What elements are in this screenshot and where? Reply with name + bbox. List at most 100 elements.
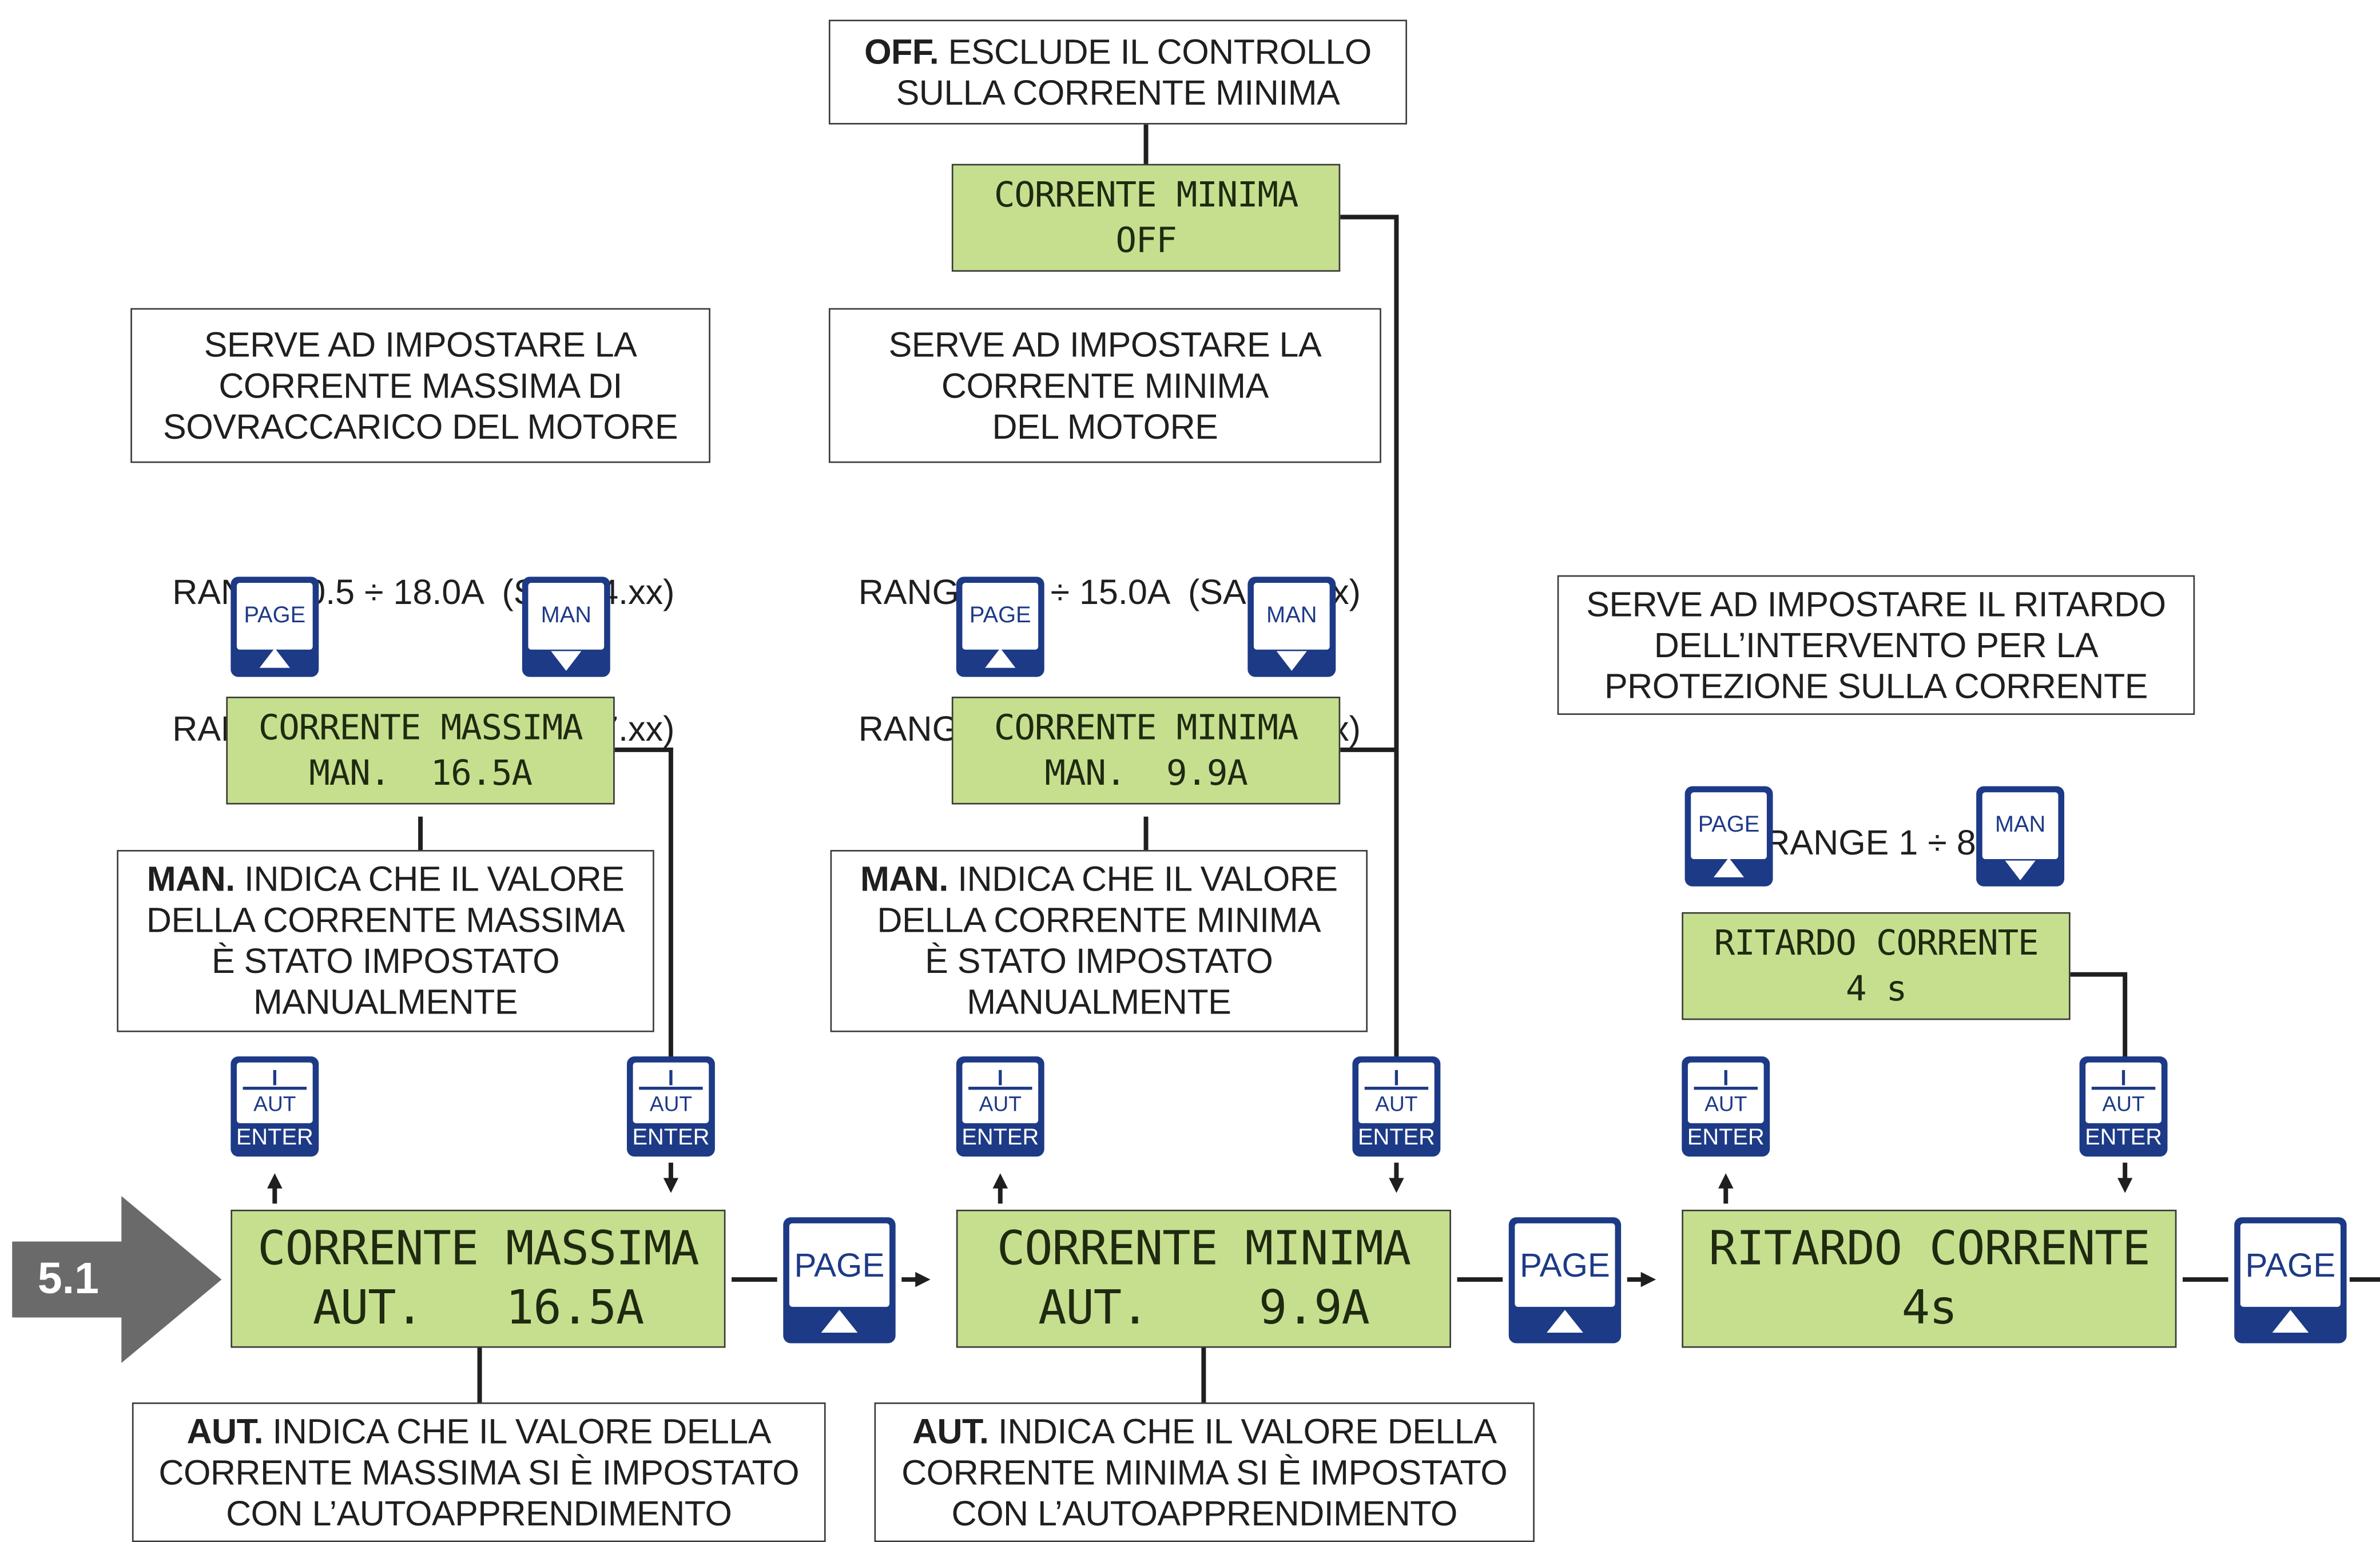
page-button[interactable]: PAGE (231, 577, 319, 677)
page-label: PAGE (1519, 1245, 1610, 1283)
off-note-line2: SULLA CORRENTE MINIMA (896, 72, 1340, 112)
man-keyword: MAN. (860, 859, 948, 899)
note-text: INDICA CHE IL VALORE (948, 859, 1338, 899)
range-line: RANGE 1 ÷ 8s (1765, 822, 1994, 863)
note-text: INDICA CHE IL VALORE (235, 859, 625, 899)
display-delay: RITARDO CORRENTE 4s (1682, 1209, 2177, 1348)
page-label: PAGE (244, 602, 306, 629)
display-min-off: CORRENTE MINIMA OFF (951, 164, 1341, 272)
desc-line: PROTEZIONE SULLA CORRENTE (1604, 665, 2148, 705)
enter-label: ENTER (236, 1124, 313, 1151)
display-line1: CORRENTE MINIMA (994, 175, 1299, 215)
aut-enter-button[interactable]: AUT ENTER (626, 1056, 715, 1157)
down-arrow-icon (2005, 860, 2036, 881)
enter-label: ENTER (2085, 1124, 2162, 1151)
man-label: MAN (1994, 812, 2046, 838)
page-button[interactable]: PAGE (1508, 1217, 1622, 1344)
man-button[interactable]: MAN (1247, 577, 1336, 677)
aut-label: AUT (253, 1091, 296, 1115)
min-current-description: SERVE AD IMPOSTARE LA CORRENTE MINIMA DE… (828, 308, 1381, 463)
display-delay-setting: RITARDO CORRENTE 4 s (1682, 912, 2071, 1020)
display-line2: MAN. 16.5A (309, 753, 533, 793)
display-line2: 4 s (1845, 969, 1908, 1009)
note-line: CORRENTE MINIMA SI È IMPOSTATO (901, 1452, 1508, 1492)
note-line: CON L’AUTOAPPRENDIMENTO (951, 1492, 1458, 1532)
off-note-text: ESCLUDE IL CONTROLLO (939, 31, 1372, 71)
display-min-auto: CORRENTE MINIMA AUT. 9.9A (956, 1209, 1451, 1348)
page-label: PAGE (969, 602, 1031, 629)
display-max-auto: CORRENTE MASSIMA AUT. 16.5A (231, 1209, 726, 1348)
note-line: DELLA CORRENTE MASSIMA (146, 900, 625, 940)
max-current-description: SERVE AD IMPOSTARE LA CORRENTE MASSIMA D… (130, 308, 710, 463)
desc-line: SERVE AD IMPOSTARE IL RITARDO (1586, 583, 2166, 623)
note-line: MANUALMENTE (967, 981, 1231, 1022)
man-min-note: MAN. INDICA CHE IL VALORE DELLA CORRENTE… (830, 850, 1368, 1032)
aut-enter-button[interactable]: AUT ENTER (231, 1056, 319, 1157)
note-text: INDICA CHE IL VALORE DELLA (988, 1410, 1497, 1450)
page-button[interactable]: PAGE (956, 577, 1044, 677)
step-number: 5.1 (12, 1241, 125, 1318)
man-button[interactable]: MAN (1976, 786, 2065, 887)
display-line1: CORRENTE MASSIMA (257, 1221, 700, 1276)
note-text: INDICA CHE IL VALORE DELLA (263, 1410, 771, 1450)
off-keyword: OFF. (864, 31, 939, 71)
range-line: RANGE 0.5 ÷ 18.0A (SA684.xx) (172, 572, 675, 612)
display-line1: RITARDO CORRENTE (1708, 1221, 2151, 1276)
enter-label: ENTER (1357, 1124, 1435, 1151)
display-line1: CORRENTE MINIMA (994, 708, 1299, 748)
display-line2: MAN. 9.9A (1044, 753, 1248, 793)
up-arrow-icon (2272, 1310, 2309, 1333)
aut-enter-button[interactable]: AUT ENTER (2079, 1056, 2168, 1157)
page-button[interactable]: PAGE (783, 1217, 896, 1344)
note-line: DELLA CORRENTE MINIMA (877, 900, 1321, 940)
note-line: CON L’AUTOAPPRENDIMENTO (226, 1492, 732, 1532)
delay-range: RANGE 1 ÷ 8s (1727, 729, 2031, 956)
man-max-note: MAN. INDICA CHE IL VALORE DELLA CORRENTE… (117, 850, 654, 1032)
down-arrow-icon (551, 651, 582, 671)
aut-label: AUT (979, 1091, 1022, 1115)
enter-label: ENTER (1687, 1124, 1765, 1151)
aut-label: AUT (1704, 1091, 1747, 1115)
desc-line: CORRENTE MASSIMA DI (218, 365, 622, 405)
display-min-manual: CORRENTE MINIMA MAN. 9.9A (951, 697, 1341, 805)
aut-max-note: AUT. INDICA CHE IL VALORE DELLA CORRENTE… (132, 1402, 826, 1542)
aut-keyword: AUT. (912, 1410, 989, 1450)
note-line: È STATO IMPOSTATO (925, 941, 1273, 981)
desc-line: SERVE AD IMPOSTARE LA (204, 324, 637, 364)
page-label: PAGE (794, 1245, 885, 1283)
aut-enter-button[interactable]: AUT ENTER (956, 1056, 1044, 1157)
aut-enter-button[interactable]: AUT ENTER (1352, 1056, 1441, 1157)
display-line1: RITARDO CORRENTE (1714, 923, 2039, 963)
aut-keyword: AUT. (186, 1410, 264, 1450)
note-line: MANUALMENTE (253, 981, 518, 1022)
up-arrow-icon (1547, 1310, 1583, 1333)
desc-line: CORRENTE MINIMA (941, 365, 1269, 405)
enter-label: ENTER (961, 1124, 1039, 1151)
up-arrow-icon (259, 648, 290, 668)
down-arrow-icon (1276, 651, 1307, 671)
display-line2: 4s (1901, 1280, 1958, 1335)
aut-label: AUT (1375, 1091, 1418, 1115)
up-arrow-icon (1714, 857, 1745, 877)
page-button[interactable]: PAGE (1684, 786, 1773, 887)
man-button[interactable]: MAN (522, 577, 610, 677)
note-line: CORRENTE MASSIMA SI È IMPOSTATO (158, 1452, 800, 1492)
page-label: PAGE (1698, 812, 1760, 838)
desc-line: DELL’INTERVENTO PER LA (1654, 624, 2099, 664)
desc-line: DEL MOTORE (992, 406, 1218, 446)
aut-label: AUT (2102, 1091, 2145, 1115)
display-line2: AUT. 16.5A (312, 1280, 645, 1335)
aut-label: AUT (649, 1091, 693, 1115)
display-line2: OFF (1115, 221, 1177, 261)
aut-enter-button[interactable]: AUT ENTER (1682, 1056, 1770, 1157)
man-label: MAN (1266, 602, 1317, 629)
page-button[interactable]: PAGE (2234, 1217, 2347, 1344)
up-arrow-icon (985, 648, 1016, 668)
man-keyword: MAN. (146, 859, 235, 899)
display-line2: AUT. 9.9A (1038, 1280, 1370, 1335)
enter-label: ENTER (632, 1124, 710, 1151)
desc-line: SERVE AD IMPOSTARE LA (888, 324, 1322, 364)
delay-description: SERVE AD IMPOSTARE IL RITARDO DELL’INTER… (1557, 575, 2195, 715)
display-line1: CORRENTE MASSIMA (258, 708, 583, 748)
